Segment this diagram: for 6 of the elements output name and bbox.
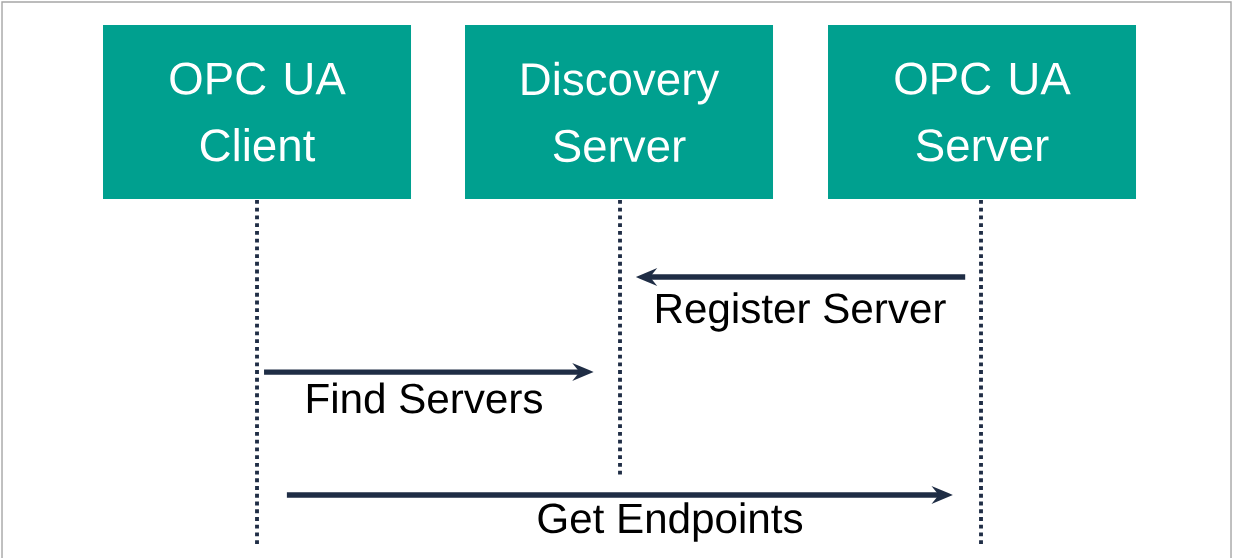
message-label: Find Servers [302, 380, 546, 416]
participant-box: OPC UA Client [103, 25, 411, 199]
message-label: Get Endpoints [534, 500, 806, 544]
participant-box: Discovery Server [465, 25, 773, 199]
participant-box: OPC UA Server [828, 25, 1136, 199]
message-label: Register Server [651, 290, 949, 334]
